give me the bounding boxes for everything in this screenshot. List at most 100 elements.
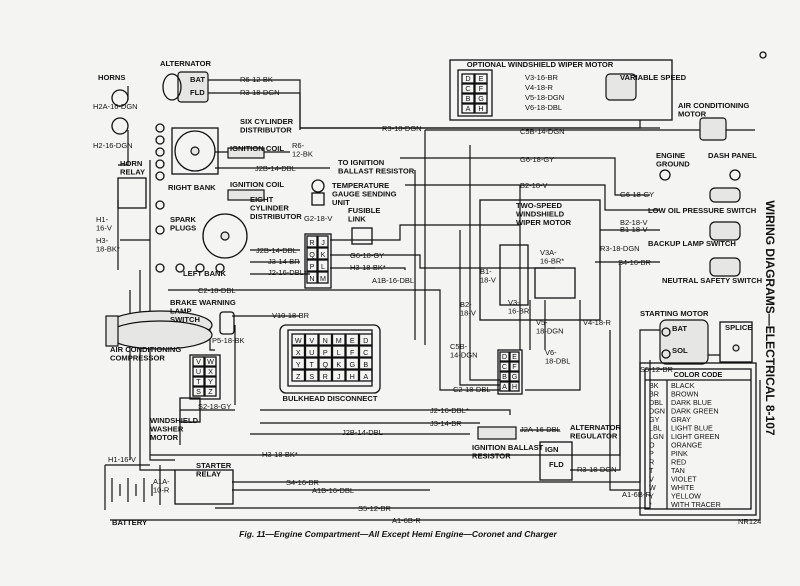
brake-connector-cell bbox=[192, 386, 205, 397]
rjql-connector-pin: R bbox=[309, 238, 314, 247]
component-label-alternator: ALTERNATOR bbox=[160, 59, 212, 68]
brake-connector-pin: W bbox=[207, 357, 214, 366]
wire-label-a1b-16-dbl-b: A1B-16-DBL bbox=[312, 486, 354, 495]
brake-connector-cell bbox=[204, 376, 217, 387]
bulkhead-connector-pin: H bbox=[350, 372, 355, 381]
color-code-abbr: V bbox=[649, 475, 654, 484]
wire-label-v6-v: V6-18-DBL bbox=[545, 348, 570, 366]
alternator-regulator bbox=[539, 441, 573, 481]
wire-label-a1a: A1A-10-R bbox=[153, 477, 170, 495]
component-label-ign: IGN bbox=[545, 445, 559, 454]
color-code-title: COLOR CODE bbox=[674, 370, 723, 379]
rjql-connector-cell bbox=[317, 259, 329, 272]
ac-motor bbox=[699, 117, 727, 141]
wire-label-r3-18-dgn-d: R3-18-DGN bbox=[577, 465, 617, 474]
wire-label-b1-v: B1-18-V bbox=[480, 267, 496, 285]
brake-connector-pin: T bbox=[196, 377, 201, 386]
wiper2-connector-pin: D bbox=[502, 352, 507, 361]
bulkhead-connector-pin: T bbox=[310, 360, 315, 369]
wire-label-h1-16-v: H1-16-V bbox=[108, 455, 136, 464]
bulkhead-connector-pin: S bbox=[309, 372, 314, 381]
wiper2-connector-pin: B bbox=[502, 372, 507, 381]
bulkhead-connector-cell bbox=[358, 369, 373, 382]
color-code-name: YELLOW bbox=[671, 492, 701, 501]
wire-label-h1: H1-16-V bbox=[96, 215, 112, 233]
wire-label-v10-18-br: V10-18-BR bbox=[272, 311, 310, 320]
color-code-name: BLACK bbox=[671, 381, 695, 390]
rjql-connector-pin: K bbox=[321, 250, 326, 259]
wiper-connector-pin: E bbox=[479, 74, 484, 83]
bulkhead-connector-pin: L bbox=[337, 348, 341, 357]
wire-label-g6-18-gy-c: G6-18-GY bbox=[620, 190, 654, 199]
switches-right bbox=[709, 187, 741, 277]
optional-wiper-motor bbox=[449, 59, 673, 121]
brake-connector-cell bbox=[192, 366, 205, 377]
rjql-connector-cell bbox=[317, 247, 329, 260]
wire-label-g6-18-gy-b: G6-18-GY bbox=[350, 251, 384, 260]
bulkhead-connector-pin: F bbox=[350, 348, 355, 357]
color-code-name: GRAY bbox=[671, 415, 691, 424]
wiper-connector-pin: F bbox=[479, 84, 484, 93]
bulkhead-connector-pin: Q bbox=[322, 360, 328, 369]
color-code-name: PINK bbox=[671, 449, 688, 458]
wire-label-h3: H3-18-BK* bbox=[96, 236, 120, 254]
wiper-connector-pin: H bbox=[478, 104, 483, 113]
color-code-abbr: * bbox=[649, 500, 652, 509]
wire-label-a1-6b-r-a: A1-6B-R bbox=[392, 516, 421, 525]
wire-label-v4-18-r: V4-18-R bbox=[525, 83, 554, 92]
fusible-link bbox=[351, 227, 373, 245]
wire-label-s5-12-br-b: S5-12-BR bbox=[640, 365, 674, 374]
brake-connector-pin: Z bbox=[208, 387, 213, 396]
color-code-abbr: T bbox=[649, 466, 654, 475]
wire-label-s2-18-gy: S2-18-GY bbox=[198, 402, 231, 411]
wire-label-h3-18-bk-b: H3-18-BK* bbox=[262, 450, 298, 459]
page-hole-mark bbox=[759, 51, 767, 59]
wiper2-connector-cell bbox=[499, 371, 510, 382]
bulkhead-connector-cell bbox=[291, 333, 306, 346]
wiper-connector-cell bbox=[461, 83, 475, 94]
bulkhead-connector-cell bbox=[291, 357, 306, 370]
bulkhead-connector-cell bbox=[345, 345, 360, 358]
bulkhead-connector-cell bbox=[358, 333, 373, 346]
washer-motor bbox=[179, 397, 201, 423]
color-code-abbr: BK bbox=[649, 381, 659, 390]
wire-label-b2-18-v-a: B2-18-V bbox=[520, 181, 548, 190]
color-code-name: RED bbox=[671, 458, 686, 467]
bulkhead-connector-cell bbox=[331, 345, 346, 358]
bulkhead-connector-pin: G bbox=[349, 360, 355, 369]
bulkhead-connector-cell bbox=[291, 345, 306, 358]
component-label-horns: HORNS bbox=[98, 73, 125, 82]
wiper2-connector-cell bbox=[509, 361, 520, 372]
brake-connector-cell bbox=[204, 386, 217, 397]
component-label-splice: SPLICE bbox=[725, 323, 752, 332]
component-label-battery: BATTERY bbox=[112, 518, 147, 527]
color-code-name: BROWN bbox=[671, 390, 699, 399]
wiper-connector-cell bbox=[474, 73, 488, 84]
wire-label-v3a: V3A-16-BR* bbox=[540, 248, 564, 266]
component-label-low-oil: LOW OIL PRESSURE SWITCH bbox=[648, 206, 756, 215]
color-code-table: COLOR CODE bbox=[639, 362, 757, 516]
wire-label-r3-18-dgn-c: R3-18-DGN bbox=[600, 244, 640, 253]
wire-label-a1b-16-dbl: A1B-16-DBL bbox=[372, 276, 414, 285]
wire-label-j2b-a: J2B-14-DBL bbox=[255, 164, 296, 173]
component-label-right-bank: RIGHT BANK bbox=[168, 183, 216, 192]
wire-label-c5b-v: C5B-14-DGN bbox=[450, 342, 478, 360]
bulkhead-connector-pin: P bbox=[323, 348, 328, 357]
bulkhead-connector-cell bbox=[304, 369, 319, 382]
wire-label-r6-12-bk: R6-12-BK bbox=[240, 75, 273, 84]
bulkhead-connector-cell bbox=[318, 333, 333, 346]
color-code-name: TAN bbox=[671, 466, 685, 475]
wire-label-v4-v: V4-18-R bbox=[583, 318, 612, 327]
component-label-alt-fld: FLD bbox=[190, 88, 205, 97]
component-label-alt-bat: BAT bbox=[190, 75, 205, 84]
rjql-connector bbox=[304, 233, 332, 289]
component-label-starting-motor: STARTING MOTOR bbox=[640, 309, 709, 318]
component-label-ign-coil1: IGNITION COIL bbox=[230, 144, 284, 153]
color-code-name: VIOLET bbox=[671, 475, 697, 484]
wire-label-a1-6b-r-b: A1-6B-R bbox=[622, 490, 651, 499]
bulkhead-connector-pin: J bbox=[337, 372, 341, 381]
figure-caption: Fig. 11—Engine Compartment—All Except He… bbox=[239, 529, 557, 539]
